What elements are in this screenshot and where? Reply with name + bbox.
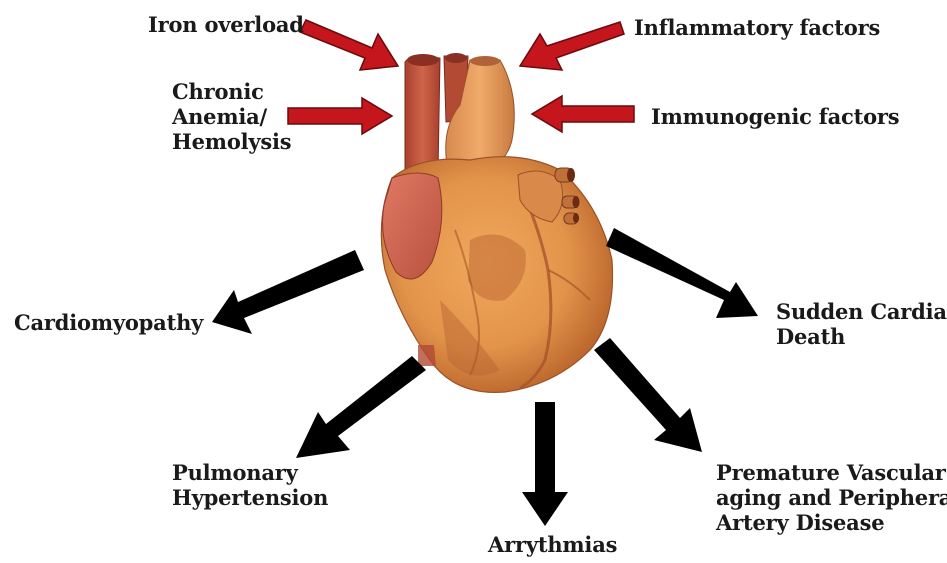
cause-arrow-inflammatory xyxy=(520,22,624,70)
label-arrythmias: Arrythmias xyxy=(488,532,617,557)
label-line: Sudden Cardiac xyxy=(776,299,947,324)
label-line: Premature Vascular xyxy=(716,460,947,485)
label-line: Hypertension xyxy=(172,485,328,510)
label-chronic-anemia-hemolysis: Chronic Anemia/ Hemolysis xyxy=(172,79,291,154)
effect-arrow-arrythmias xyxy=(522,402,568,526)
label-line: Hemolysis xyxy=(172,129,291,154)
effect-arrow-cardiomyopathy xyxy=(212,250,364,334)
effect-arrow-vascular xyxy=(594,338,702,452)
label-sudden-cardiac-death: Sudden Cardiac Death xyxy=(776,299,947,349)
label-cardiomyopathy: Cardiomyopathy xyxy=(14,310,203,335)
label-line: Pulmonary xyxy=(172,460,328,485)
label-pulmonary-hypertension: Pulmonary Hypertension xyxy=(172,460,328,510)
effect-arrow-pulmonary xyxy=(296,356,426,458)
label-line: Artery Disease xyxy=(716,510,947,535)
label-premature-vascular-aging: Premature Vascular aging and Peripheral … xyxy=(716,460,947,535)
label-line: Chronic xyxy=(172,79,291,104)
label-line: Anemia/ xyxy=(172,104,291,129)
cause-arrow-anemia xyxy=(288,98,392,134)
effect-arrow-sudden-death xyxy=(606,228,758,318)
label-line: aging and Peripheral xyxy=(716,485,947,510)
label-iron-overload: Iron overload xyxy=(148,12,304,37)
label-inflammatory-factors: Inflammatory factors xyxy=(634,15,880,40)
label-immunogenic-factors: Immunogenic factors xyxy=(651,104,899,129)
cause-arrow-iron-overload xyxy=(300,20,398,70)
heart-illustration-icon xyxy=(381,53,612,392)
label-line: Death xyxy=(776,324,947,349)
cause-arrow-immunogenic xyxy=(532,96,634,132)
